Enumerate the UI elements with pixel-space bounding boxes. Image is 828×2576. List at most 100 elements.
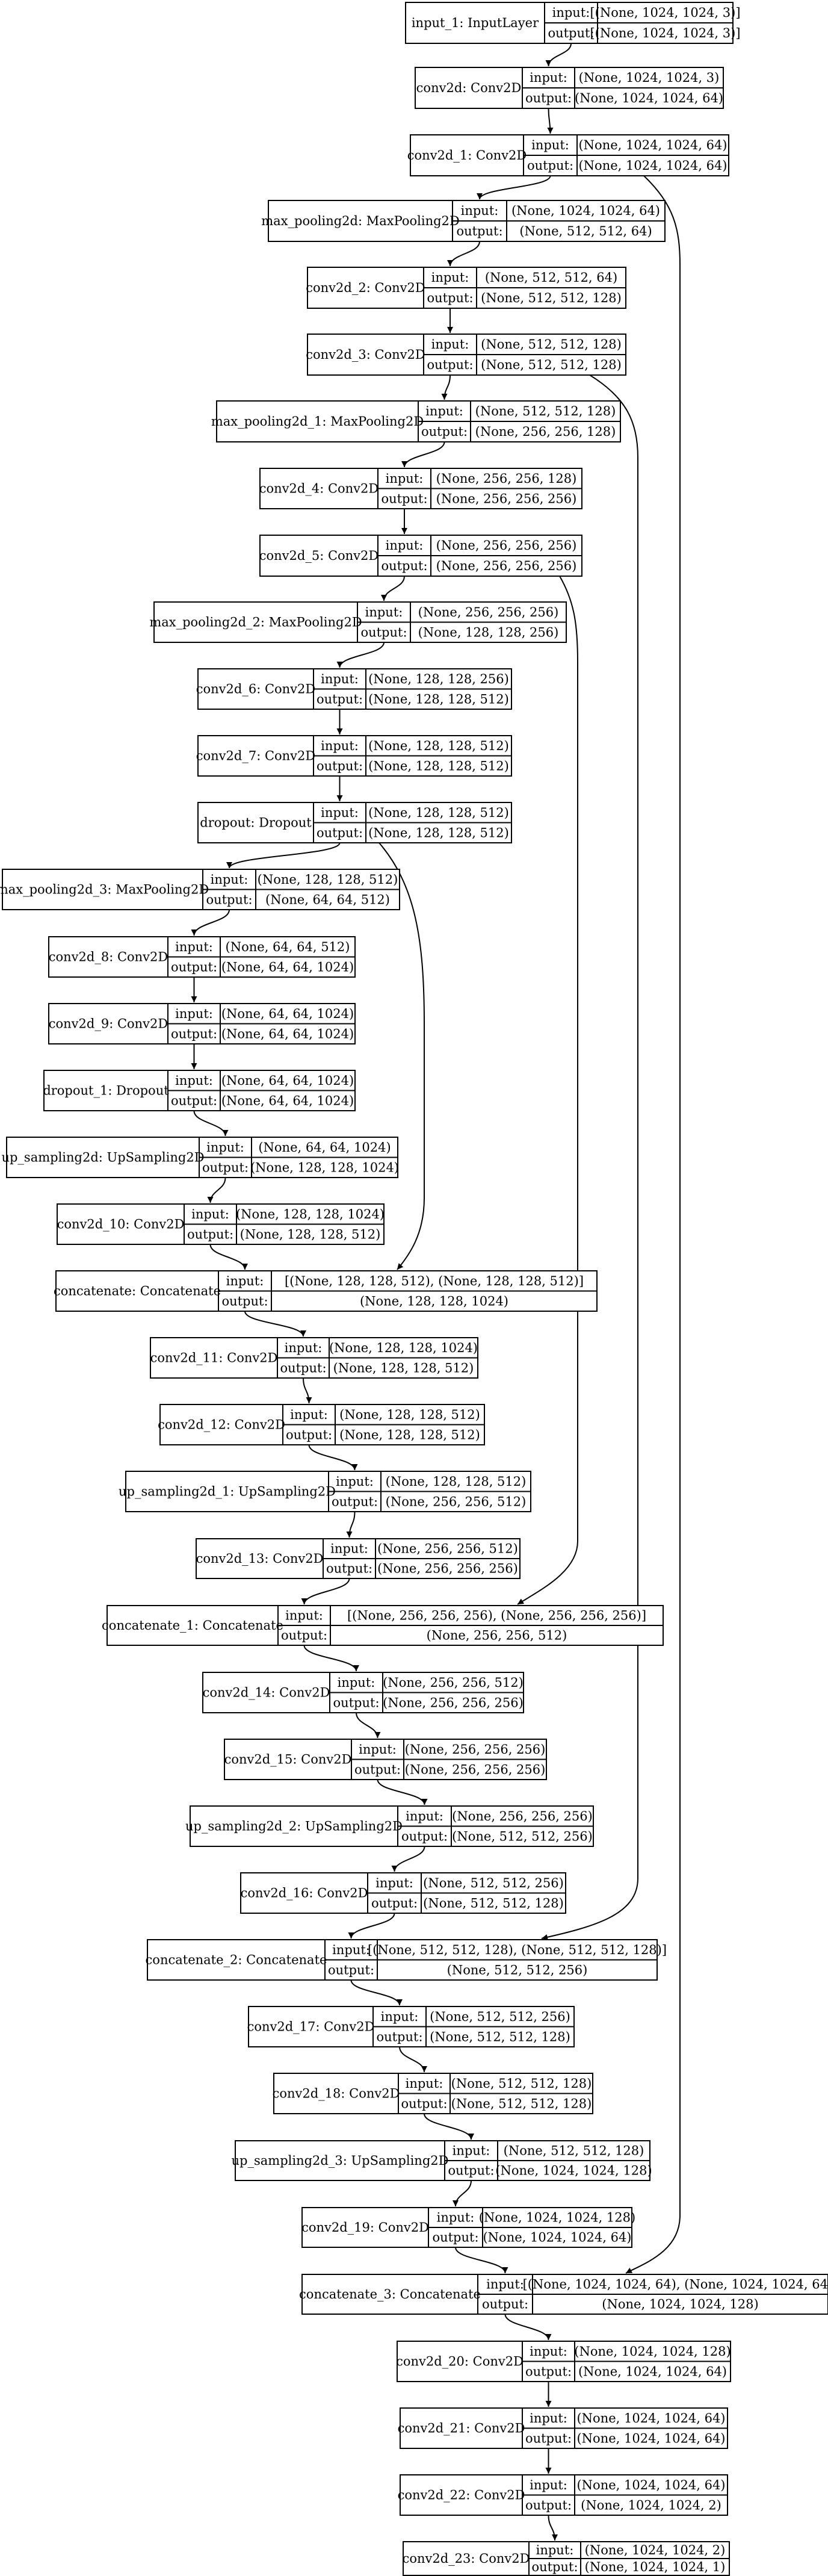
output-label: output: <box>333 1695 379 1710</box>
layer-node-concatenate-3[interactable]: concatenate_3: Concatenateinput:output:[… <box>299 2274 828 2315</box>
layer-name: conv2d_11: Conv2D <box>150 1351 278 1365</box>
output-label: output: <box>206 892 252 907</box>
output-label: output: <box>427 358 473 372</box>
layer-node-max-pooling2d-2[interactable]: max_pooling2d_2: MaxPooling2Dinput:outpu… <box>149 601 567 643</box>
edge-concatenate-2-to-conv2d-17 <box>350 1979 403 2006</box>
input-shape: (None, 128, 128, 1024) <box>236 1207 385 1221</box>
edge-concatenate-3-to-conv2d-20 <box>504 2314 552 2341</box>
edge-conv2d-13-to-concatenate-1 <box>301 1578 350 1605</box>
layer-node-up-sampling2d-1[interactable]: up_sampling2d_1: UpSampling2Dinput:outpu… <box>119 1471 531 1512</box>
input-shape: (None, 512, 512, 256) <box>423 1876 564 1890</box>
layer-node-concatenate-1[interactable]: concatenate_1: Concatenateinput:output:[… <box>102 1605 664 1646</box>
layer-node-concatenate[interactable]: concatenate: Concatenateinput:output:[(N… <box>54 1270 598 1312</box>
output-shape: (None, 1024, 1024, 1) <box>585 2560 726 2574</box>
input-shape: (None, 512, 512, 256) <box>430 2010 570 2024</box>
output-shape: (None, 1024, 1024, 64) <box>578 158 727 173</box>
output-label: output: <box>317 825 363 840</box>
edge-conv2d-19-to-concatenate-3 <box>455 2247 508 2274</box>
layer-node-input-1[interactable]: input_1: InputLayerinput:output:[(None, … <box>405 2 741 44</box>
input-label: input: <box>338 1675 375 1690</box>
input-label: input: <box>431 337 469 352</box>
layer-node-up-sampling2d[interactable]: up_sampling2d: UpSampling2Dinput:output:… <box>1 1137 399 1178</box>
output-shape: (None, 512, 512, 128) <box>430 2029 570 2044</box>
output-shape: (None, 128, 128, 512) <box>240 1227 381 1241</box>
layer-name: dropout: Dropout <box>200 816 312 830</box>
layer-name: conv2d_20: Conv2D <box>396 2354 524 2369</box>
output-label: output: <box>381 491 427 506</box>
input-label: input: <box>530 70 567 85</box>
input-label: input: <box>321 739 359 753</box>
output-shape: (None, 1024, 1024, 128) <box>602 2297 758 2312</box>
edge-max-pooling2d-2-to-conv2d-6 <box>336 642 385 668</box>
output-shape: (None, 64, 64, 1024) <box>221 1026 354 1041</box>
output-shape: [(None, 1024, 1024, 3)] <box>590 26 740 40</box>
output-shape: (None, 1024, 1024, 128) <box>495 2164 652 2178</box>
edge-input-1-to-conv2d <box>545 43 572 67</box>
edge-up-sampling2d-2-to-conv2d-16 <box>391 1846 425 1872</box>
output-label: output: <box>317 759 363 773</box>
input-shape: (None, 256, 256, 512) <box>377 1542 518 1556</box>
layer-node-concatenate-2[interactable]: concatenate_2: Concatenateinput:output:[… <box>146 1939 667 1981</box>
input-label: input: <box>175 1073 213 1088</box>
edge-conv2d-10-to-concatenate <box>209 1244 248 1270</box>
output-shape: (None, 128, 128, 512) <box>368 759 509 773</box>
layer-node-up-sampling2d-3[interactable]: up_sampling2d_3: UpSampling2Dinput:outpu… <box>232 2140 652 2181</box>
layer-name: conv2d_16: Conv2D <box>241 1886 368 1901</box>
input-label: input: <box>461 203 499 218</box>
input-shape: [(None, 128, 128, 512), (None, 128, 128,… <box>285 1274 584 1288</box>
layer-node-max-pooling2d-1[interactable]: max_pooling2d_1: MaxPooling2Dinput:outpu… <box>211 400 621 442</box>
output-label: output: <box>171 1026 217 1041</box>
output-label: output: <box>525 2498 572 2512</box>
input-shape: [(None, 1024, 1024, 64), (None, 1024, 10… <box>523 2277 828 2292</box>
input-shape: [(None, 512, 512, 128), (None, 512, 512,… <box>368 1943 667 1957</box>
output-shape: (None, 64, 64, 512) <box>265 892 390 907</box>
output-label: output: <box>531 2560 578 2574</box>
output-shape: (None, 128, 128, 512) <box>339 1427 480 1442</box>
layer-name: conv2d_13: Conv2D <box>196 1551 324 1566</box>
input-shape: (None, 256, 256, 256) <box>436 538 577 553</box>
output-shape: (None, 256, 256, 256) <box>405 1762 546 1777</box>
layer-node-max-pooling2d[interactable]: max_pooling2d: MaxPooling2Dinput:output:… <box>261 200 666 242</box>
output-shape: (None, 1024, 1024, 2) <box>581 2498 721 2512</box>
input-label: input: <box>211 872 249 887</box>
edge-dropout-to-concatenate <box>378 842 425 1270</box>
layer-node-up-sampling2d-2[interactable]: up_sampling2d_2: UpSampling2Dinput:outpu… <box>185 1805 594 1847</box>
input-shape: (None, 512, 512, 128) <box>475 404 616 418</box>
output-shape: (None, 1024, 1024, 64) <box>483 2230 631 2245</box>
input-label: input: <box>330 1542 368 1556</box>
layer-node-max-pooling2d-3[interactable]: max_pooling2d_3: MaxPooling2Dinput:outpu… <box>0 869 400 910</box>
input-shape: [(None, 1024, 1024, 3)] <box>590 5 740 20</box>
input-label: input: <box>321 805 359 820</box>
input-shape: (None, 1024, 1024, 64) <box>511 203 660 218</box>
edge-conv2d-11-to-conv2d-12 <box>303 1377 312 1404</box>
layer-name: conv2d_6: Conv2D <box>196 682 316 697</box>
output-label: output: <box>187 1227 233 1241</box>
